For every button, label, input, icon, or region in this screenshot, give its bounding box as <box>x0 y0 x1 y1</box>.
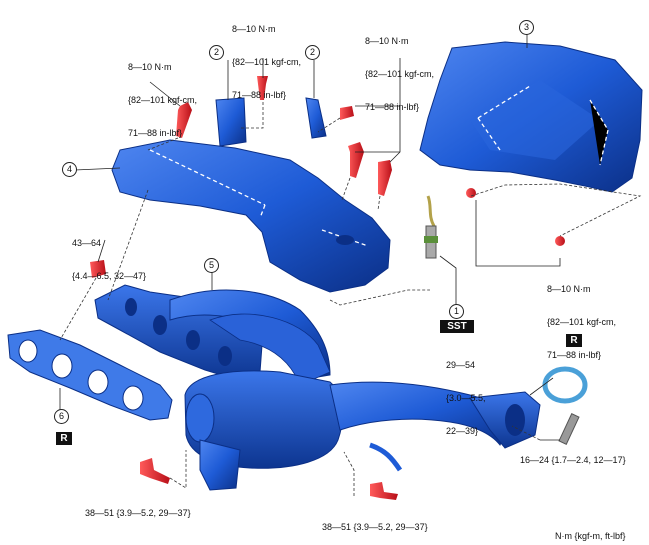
callout-1: 1 <box>449 304 464 319</box>
torque-label-bottom-middle: 38—51 {3.9—5.2, 29—37} <box>322 522 428 532</box>
torque-line: 71—88 in-lbf} <box>128 128 183 138</box>
replace-badge-left: R <box>56 432 72 445</box>
upper-heat-insulator <box>419 41 643 193</box>
torque-line: 8—10 N·m <box>547 284 591 294</box>
torque-line: {4.4—6.5, 32—47} <box>72 271 147 281</box>
torque-line: 71—88 in-lbf} <box>232 90 287 100</box>
replace-badge-right: R <box>566 334 582 347</box>
torque-line: 71—88 in-lbf} <box>365 102 420 112</box>
dashed-lines <box>59 102 642 496</box>
torque-label-top-right: 8—10 N·m {82—101 kgf-cm, 71—88 in-lbf} <box>365 14 434 135</box>
torque-label-sst: 29—54 {3.0—5.5, 22—39} <box>446 338 486 459</box>
torque-line: 8—10 N·m <box>128 62 172 72</box>
stud <box>558 413 580 445</box>
torque-label-left-middle: 43—64 {4.4—6.5, 32—47} <box>72 216 146 304</box>
callout-2-left: 2 <box>209 45 224 60</box>
callout-4: 4 <box>62 162 77 177</box>
torque-label-right-middle: 8—10 N·m {82—101 kgf-cm, 71—88 in-lbf} <box>547 262 616 383</box>
torque-line: 22—39} <box>446 426 479 436</box>
oxygen-sensor <box>424 195 438 259</box>
torque-line: {82—101 kgf-cm, <box>547 317 617 327</box>
lower-heat-insulator <box>111 139 391 293</box>
insulator-bracket-right <box>305 97 327 139</box>
insulator-bracket-left <box>215 97 247 147</box>
torque-label-right-low: 16—24 {1.7—2.4, 12—17} <box>520 455 626 465</box>
torque-line: {82—101 kgf-cm, <box>232 57 302 67</box>
torque-line: 71—88 in-lbf} <box>547 350 602 360</box>
callout-6: 6 <box>54 409 69 424</box>
torque-line: 8—10 N·m <box>232 24 276 34</box>
callout-3: 3 <box>519 20 534 35</box>
torque-label-top-left: 8—10 N·m {82—101 kgf-cm, 71—88 in-lbf} <box>128 40 197 161</box>
torque-line: {82—101 kgf-cm, <box>365 69 435 79</box>
torque-line: 8—10 N·m <box>365 36 409 46</box>
ring-gasket <box>542 366 588 404</box>
torque-label-top-middle: 8—10 N·m {82—101 kgf-cm, 71—88 in-lbf} <box>232 2 301 123</box>
units-legend: N·m {kgf-m, ft-lbf} <box>555 531 626 541</box>
sst-badge: SST <box>440 320 474 333</box>
callout-5: 5 <box>204 258 219 273</box>
torque-line: {82—101 kgf-cm, <box>128 95 198 105</box>
torque-line: {3.0—5.5, <box>446 393 486 403</box>
torque-label-bottom-left: 38—51 {3.9—5.2, 29—37} <box>85 508 191 518</box>
exhaust-manifold-gasket <box>7 329 173 421</box>
torque-line: 43—64 <box>72 238 102 248</box>
exhaust-manifold <box>94 284 541 491</box>
leader-lines <box>59 34 561 441</box>
callout-2-right: 2 <box>305 45 320 60</box>
torque-line: 29—54 <box>446 360 476 370</box>
